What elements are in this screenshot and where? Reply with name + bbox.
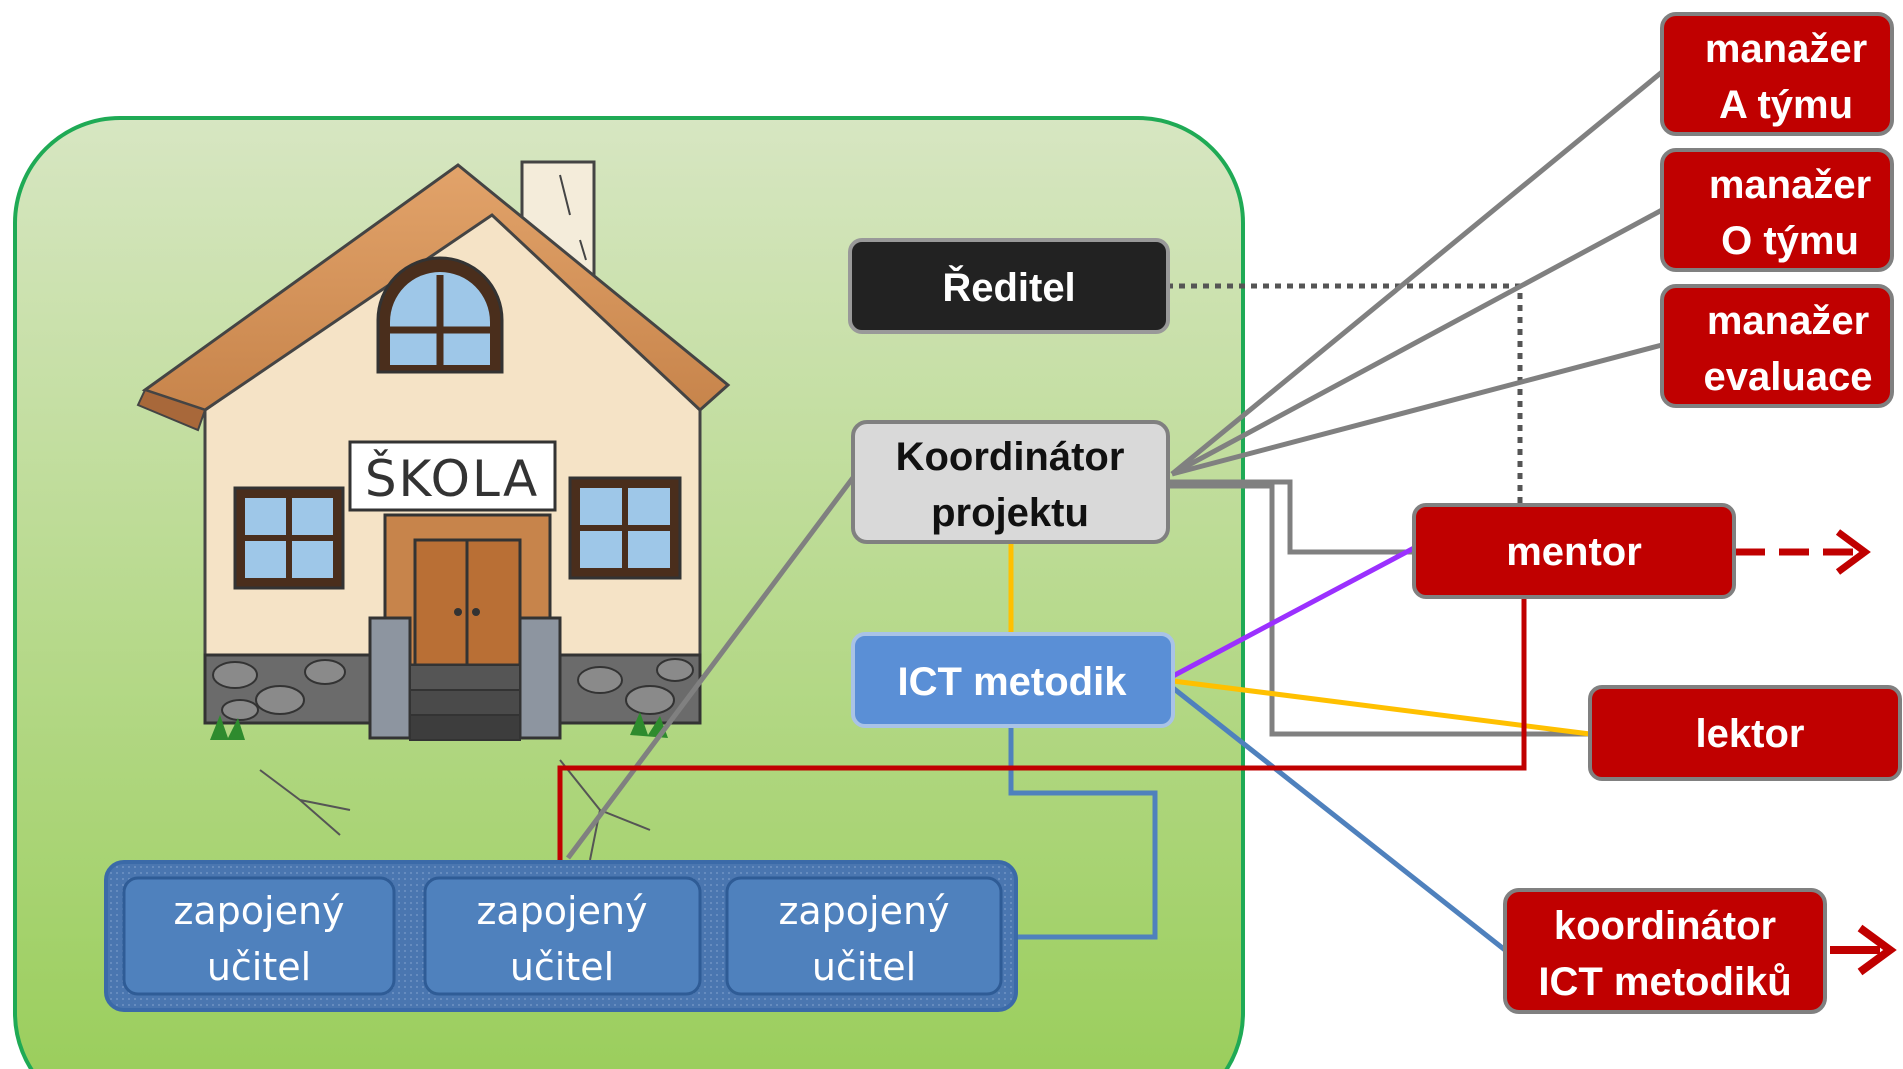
teacher-label-line2: učitel <box>812 945 916 989</box>
manager-a-label-line1: manažer <box>1705 27 1867 71</box>
manager-o-label-line1: manažer <box>1709 163 1871 207</box>
manager-o-label-line2: O týmu <box>1721 219 1859 263</box>
coordinator-label-line1: Koordinátor <box>896 435 1125 479</box>
coordinator-to-mentor <box>1168 479 1414 555</box>
mentor-label: mentor <box>1506 530 1642 574</box>
school-building-illustration: ŠKOLA <box>136 160 731 861</box>
koord-ict-outgoing-arrow <box>1857 924 1897 976</box>
school-sign <box>348 440 557 512</box>
teacher-label-line1: zapojený <box>778 889 949 933</box>
director-label: Ředitel <box>942 264 1075 310</box>
lector-label: lektor <box>1696 712 1805 756</box>
coordinator-to-manager-o <box>1170 207 1664 477</box>
school-sign-label: ŠKOLA <box>365 449 539 508</box>
coordinator-to-teacher <box>565 473 858 860</box>
ict-coordinator-label-line2: ICT metodiků <box>1538 960 1791 1004</box>
ict-to-mentor <box>1171 545 1416 679</box>
ict-methodist-box: ICT metodik <box>851 632 1175 728</box>
manager-a-label-line2: A týmu <box>1719 83 1853 127</box>
teacher-label-line2: učitel <box>510 945 614 989</box>
coordinator-label-line2: projektu <box>931 491 1089 535</box>
manager-e-label-line1: manažer <box>1707 299 1869 343</box>
director-box: Ředitel <box>848 238 1170 334</box>
coordinator-to-lektor <box>1168 483 1590 737</box>
coordinator-box: Koordinátor projektu <box>851 420 1170 544</box>
mentor-box: mentor <box>1412 503 1736 599</box>
ict-methodist-label: ICT metodik <box>898 660 1128 704</box>
ict-coordinator-label-line1: koordinátor <box>1554 904 1776 948</box>
mentor-outgoing-arrow <box>1835 529 1871 575</box>
teacher-box: zapojený učitel <box>725 876 1003 996</box>
manager-a-box: manažer A týmu <box>1660 12 1894 136</box>
teacher-box: zapojený učitel <box>122 876 396 996</box>
manager-e-label-line2: evaluace <box>1703 355 1872 399</box>
coordinator-to-manager-e <box>1171 342 1663 477</box>
ict-to-koord-ict <box>1171 686 1507 952</box>
teachers-group: zapojený učitel zapojený učitel zapojený… <box>104 860 1018 1012</box>
ict-to-lektor <box>1172 678 1591 737</box>
teacher-label-line1: zapojený <box>173 889 344 933</box>
lector-box: lektor <box>1588 685 1902 781</box>
manager-o-box: manažer O týmu <box>1660 148 1894 272</box>
teacher-box: zapojený učitel <box>423 876 702 996</box>
coordinator-to-manager-a <box>1170 70 1664 476</box>
manager-e-box: manažer evaluace <box>1660 284 1894 408</box>
teacher-label-line2: učitel <box>207 945 311 989</box>
connectors <box>557 70 1897 976</box>
ict-coordinator-box: koordinátor ICT metodiků <box>1503 888 1827 1014</box>
teacher-label-line1: zapojený <box>476 889 647 933</box>
mentor-to-teachers <box>557 596 1527 862</box>
